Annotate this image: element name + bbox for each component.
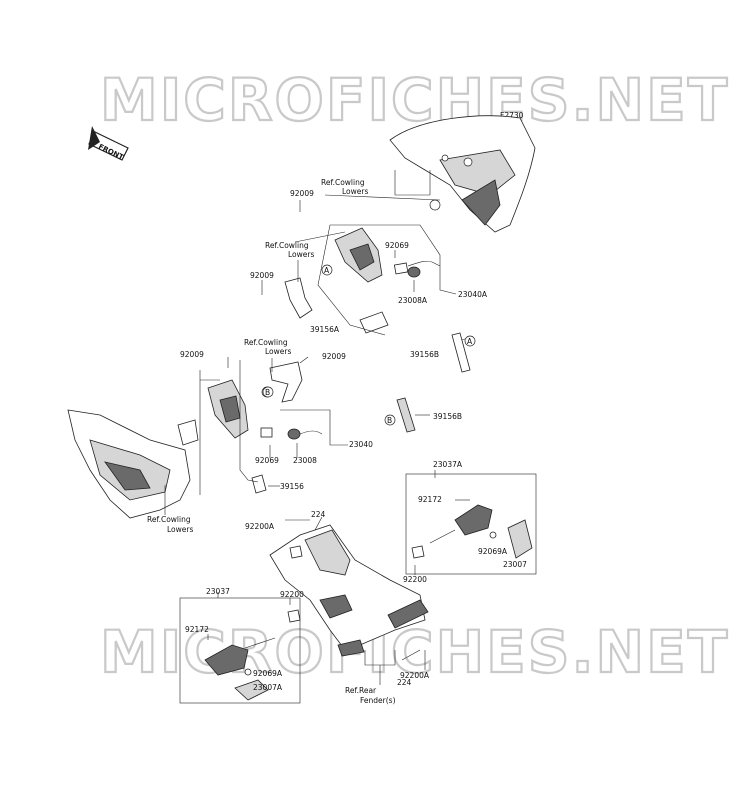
circle-marker-a-right: A xyxy=(464,335,476,347)
label-224-b: 224 xyxy=(397,678,412,687)
svg-text:A: A xyxy=(324,266,330,275)
label-ref-cowling-3a: Ref.Cowling xyxy=(244,338,288,347)
spacer-strips xyxy=(396,332,471,433)
label-39156B-2: 39156B xyxy=(433,412,462,421)
left-cowling-panel xyxy=(67,409,199,519)
label-ref-rear-a: Ref.Rear xyxy=(345,686,377,695)
upper-turn-signal-assembly xyxy=(284,199,441,334)
circle-marker-b-middle: B xyxy=(262,386,274,398)
label-ref-cowling-4a: Ref.Cowling xyxy=(147,515,191,524)
rear-left-turn-signal xyxy=(179,597,301,704)
middle-turn-signal-assembly xyxy=(207,361,323,494)
label-92200-a: 92200 xyxy=(403,575,427,584)
label-92200A-a: 92200A xyxy=(245,522,275,531)
label-ref-rear-b: Fender(s) xyxy=(360,696,396,705)
svg-text:B: B xyxy=(265,388,270,397)
rear-fender-assembly xyxy=(269,524,429,657)
label-92069A-b: 92069A xyxy=(253,669,283,678)
label-23007: 23007 xyxy=(503,560,527,569)
label-ref-cowling-2b: Lowers xyxy=(288,250,314,259)
label-92172-b: 92172 xyxy=(185,625,209,634)
circle-marker-b-right: B xyxy=(384,414,396,426)
label-23037: 23037 xyxy=(206,587,230,596)
label-92069-a: 92069 xyxy=(385,241,409,250)
label-23040: 23040 xyxy=(349,440,373,449)
rear-right-turn-signal xyxy=(405,473,537,575)
svg-text:B: B xyxy=(387,416,392,425)
upper-leader-lines xyxy=(261,170,471,341)
label-39156A: 39156A xyxy=(310,325,340,334)
label-92200A-b: 92200A xyxy=(400,671,430,680)
label-ref-cowling-1a: Ref.Cowling xyxy=(321,178,365,187)
label-92200-b: 92200 xyxy=(280,590,304,599)
label-ref-cowling-2a: Ref.Cowling xyxy=(265,241,309,250)
label-23007A: 23007A xyxy=(253,683,283,692)
label-39156B: 39156B xyxy=(410,350,439,359)
label-92172-a: 92172 xyxy=(418,495,442,504)
label-224-a: 224 xyxy=(311,510,326,519)
label-23037A: 23037A xyxy=(433,460,463,469)
label-23040A: 23040A xyxy=(458,290,488,299)
label-ref-cowling-1b: Lowers xyxy=(342,187,368,196)
label-92009-c: 92009 xyxy=(180,350,204,359)
label-23008: 23008 xyxy=(293,456,317,465)
label-ref-cowling-4b: Lowers xyxy=(167,525,193,534)
label-39156: 39156 xyxy=(280,482,304,491)
label-ref-cowling-3b: Lowers xyxy=(265,347,291,356)
right-cowling-panel xyxy=(389,115,536,233)
watermark-bottom: MICROFICHES.NET xyxy=(100,618,729,686)
label-92009-a: 92009 xyxy=(290,189,314,198)
watermark-top: MICROFICHES.NET xyxy=(100,66,729,134)
label-92069A-a: 92069A xyxy=(478,547,508,556)
middle-leader-lines xyxy=(164,356,348,515)
label-92069-b: 92069 xyxy=(255,456,279,465)
label-92009-d: 92009 xyxy=(322,352,346,361)
lower-leader-lines xyxy=(207,470,436,685)
svg-text:A: A xyxy=(467,337,473,346)
label-23008A: 23008A xyxy=(398,296,428,305)
figure-code: F2730 xyxy=(500,111,524,120)
circle-marker-a-upper: A xyxy=(321,264,333,276)
label-92009-b: 92009 xyxy=(250,271,274,280)
